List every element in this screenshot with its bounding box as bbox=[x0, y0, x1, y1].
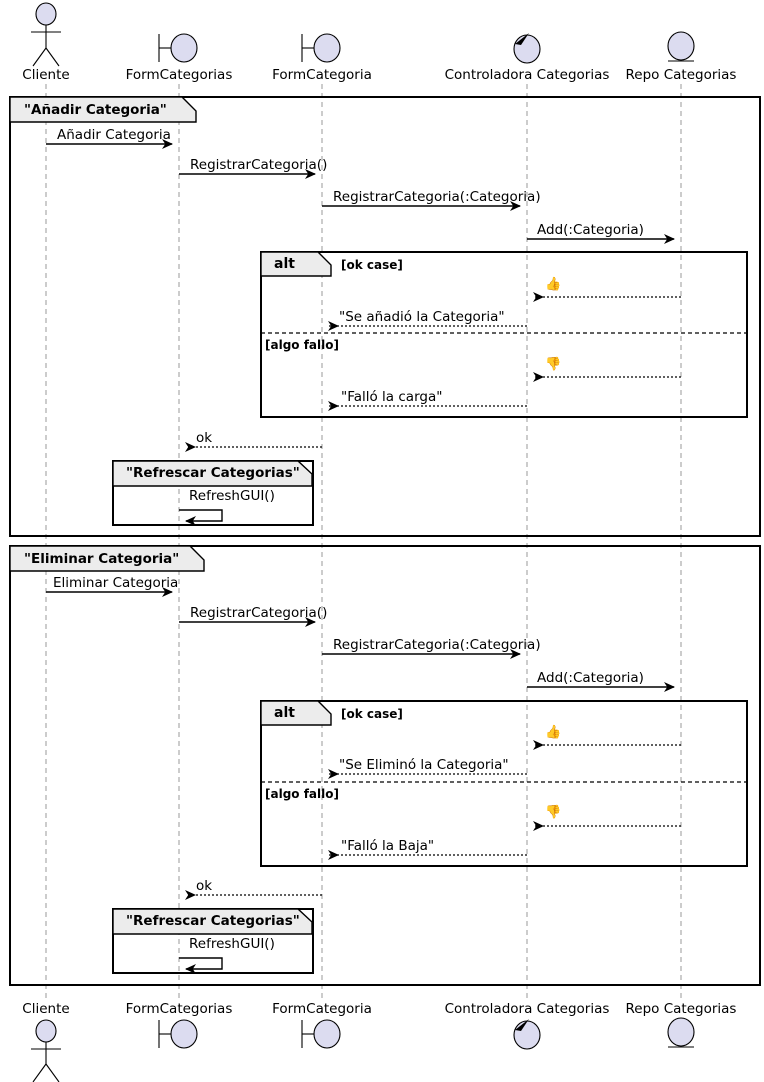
thumbs-down-icon: 👎 bbox=[545, 805, 562, 820]
boundary-icon-formcategoria-top bbox=[301, 33, 341, 63]
control-icon-controladora-top bbox=[513, 33, 541, 64]
participant-label-formcategorias-bottom: FormCategorias bbox=[125, 1001, 233, 1017]
message-label: "Se Eliminó la Categoria" bbox=[339, 757, 509, 773]
alt-operator-label: alt bbox=[274, 256, 295, 272]
alt-guard-label: [algo fallo] bbox=[265, 787, 339, 801]
message-label: "Falló la Baja" bbox=[341, 838, 435, 854]
frame1-self-call bbox=[179, 509, 223, 526]
alt-guard-label: [ok case] bbox=[341, 707, 403, 721]
message-label: Añadir Categoria bbox=[57, 127, 171, 143]
participant-label-repo-bottom: Repo Categorias bbox=[625, 1001, 737, 1017]
participant-label-cliente-bottom: Cliente bbox=[22, 1001, 70, 1017]
entity-icon-repo-bottom bbox=[667, 1017, 695, 1048]
alt-guard-label: [ok case] bbox=[341, 258, 403, 272]
participant-label-repo-top: Repo Categorias bbox=[625, 67, 737, 83]
actor-icon-cliente-top bbox=[31, 2, 61, 67]
participant-label-formcategoria-top: FormCategoria bbox=[272, 67, 372, 83]
participant-label-cliente-top: Cliente bbox=[22, 67, 70, 83]
inner-frame-refrescar-2 bbox=[112, 908, 314, 974]
thumbs-up-icon: 👍 bbox=[545, 725, 562, 740]
alt-fragment-1 bbox=[260, 251, 748, 418]
alt-fragment-2 bbox=[260, 700, 748, 867]
frame-label-eliminar: "Eliminar Categoria" bbox=[24, 551, 180, 567]
frame-label-anadir: "Añadir Categoria" bbox=[24, 102, 167, 118]
message-label: RefreshGUI() bbox=[189, 488, 275, 504]
frame2-self-call bbox=[179, 957, 223, 974]
frame1-alt-messages bbox=[328, 292, 681, 411]
message-label: RegistrarCategoria(:Categoria) bbox=[333, 637, 541, 653]
boundary-icon-formcategorias-bottom bbox=[158, 1019, 198, 1049]
frame2-alt-messages bbox=[328, 740, 681, 860]
frame-eliminar-categoria bbox=[9, 545, 761, 986]
message-label: RegistrarCategoria(:Categoria) bbox=[333, 189, 541, 205]
alt-guard-label: [algo fallo] bbox=[265, 338, 339, 352]
message-label: "Falló la carga" bbox=[341, 389, 443, 405]
self-message-arrow bbox=[179, 957, 223, 974]
boundary-icon-formcategoria-bottom bbox=[301, 1019, 341, 1049]
inner-frame-refrescar-1 bbox=[112, 460, 314, 526]
actor-icon-cliente-bottom bbox=[31, 1019, 61, 1082]
participant-label-formcategoria-bottom: FormCategoria bbox=[272, 1001, 372, 1017]
boundary-icon-formcategorias-top bbox=[158, 33, 198, 63]
control-icon-controladora-bottom bbox=[513, 1019, 541, 1050]
message-label: ok bbox=[196, 878, 213, 894]
message-label: RegistrarCategoria() bbox=[190, 605, 328, 621]
entity-icon-repo-top bbox=[667, 31, 695, 62]
message-label: RefreshGUI() bbox=[189, 936, 275, 952]
thumbs-up-icon: 👍 bbox=[545, 277, 562, 292]
participant-label-controladora-bottom: Controladora Categorias bbox=[444, 1001, 610, 1017]
participant-label-controladora-top: Controladora Categorias bbox=[444, 67, 610, 83]
message-label: Add(:Categoria) bbox=[537, 670, 644, 686]
frame1-messages bbox=[46, 139, 675, 244]
inner-frame-label-refrescar: "Refrescar Categorias" bbox=[126, 465, 300, 481]
participant-label-formcategorias-top: FormCategorias bbox=[125, 67, 233, 83]
inner-frame-label-refrescar: "Refrescar Categorias" bbox=[126, 913, 300, 929]
message-label: "Se añadió la Categoria" bbox=[339, 309, 505, 325]
thumbs-down-icon: 👎 bbox=[545, 357, 562, 372]
message-label: RegistrarCategoria() bbox=[190, 157, 328, 173]
self-message-arrow bbox=[179, 509, 223, 526]
message-label: ok bbox=[196, 430, 213, 446]
message-label: Eliminar Categoria bbox=[53, 575, 179, 591]
message-label: Add(:Categoria) bbox=[537, 222, 644, 238]
frame-anadir-categoria bbox=[9, 96, 761, 537]
frame2-messages bbox=[46, 587, 675, 692]
alt-operator-label: alt bbox=[274, 705, 295, 721]
